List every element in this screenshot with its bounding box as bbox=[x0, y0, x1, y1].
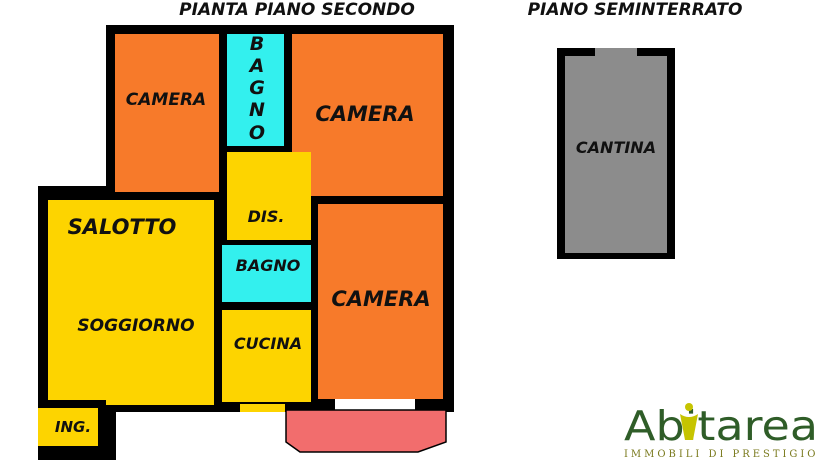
room-bagno-small bbox=[222, 245, 311, 302]
label-bagno-letter: B bbox=[250, 33, 264, 55]
title-basement: PIANO SEMINTERRATO bbox=[528, 0, 743, 20]
room-cantina bbox=[565, 56, 667, 253]
door-gap-bottom-left bbox=[116, 412, 206, 460]
label-cantina: CANTINA bbox=[576, 138, 656, 157]
label-bagno-letter: N bbox=[249, 99, 265, 121]
label-camera-top-right: CAMERA bbox=[315, 102, 414, 126]
label-dis: DIS. bbox=[248, 207, 285, 226]
cantina-door bbox=[595, 48, 637, 56]
label-bagno-letter: A bbox=[248, 55, 265, 77]
label-soggiorno: SOGGIORNO bbox=[77, 316, 194, 336]
label-bagno-letter: G bbox=[249, 77, 265, 99]
room-salotto-soggiorno bbox=[48, 200, 214, 400]
door-gap-bottom-middle bbox=[240, 404, 285, 412]
room-cucina bbox=[222, 310, 311, 402]
abitarea-logo: Abitarea IMMOBILI DI PRESTIGIO bbox=[624, 402, 818, 460]
title-second-floor: PIANTA PIANO SECONDO bbox=[179, 0, 415, 20]
balcony bbox=[285, 409, 447, 453]
label-bagno-small: BAGNO bbox=[236, 256, 301, 275]
room-soggiorno-extension bbox=[106, 380, 214, 405]
label-camera-bottom-right: CAMERA bbox=[331, 287, 430, 311]
label-bagno-vertical: B A G N O bbox=[248, 33, 265, 144]
label-cucina: CUCINA bbox=[234, 334, 302, 353]
door-gap-bottom-right bbox=[335, 399, 415, 412]
room-ingresso bbox=[38, 408, 98, 446]
label-salotto: SALOTTO bbox=[68, 215, 177, 239]
label-camera-top-left: CAMERA bbox=[126, 90, 206, 110]
room-camera-top-left bbox=[115, 34, 219, 192]
logo-tagline: IMMOBILI DI PRESTIGIO bbox=[624, 449, 818, 460]
room-camera-top-right bbox=[292, 34, 443, 196]
room-bagno-vertical bbox=[227, 34, 284, 146]
room-camera-bottom-right bbox=[318, 204, 443, 399]
logo-wordmark: Abitarea bbox=[624, 402, 818, 450]
label-ingresso: ING. bbox=[55, 418, 91, 436]
logo-person-icon bbox=[680, 403, 698, 440]
label-bagno-letter: O bbox=[249, 122, 265, 144]
room-disimpegno bbox=[227, 152, 311, 240]
